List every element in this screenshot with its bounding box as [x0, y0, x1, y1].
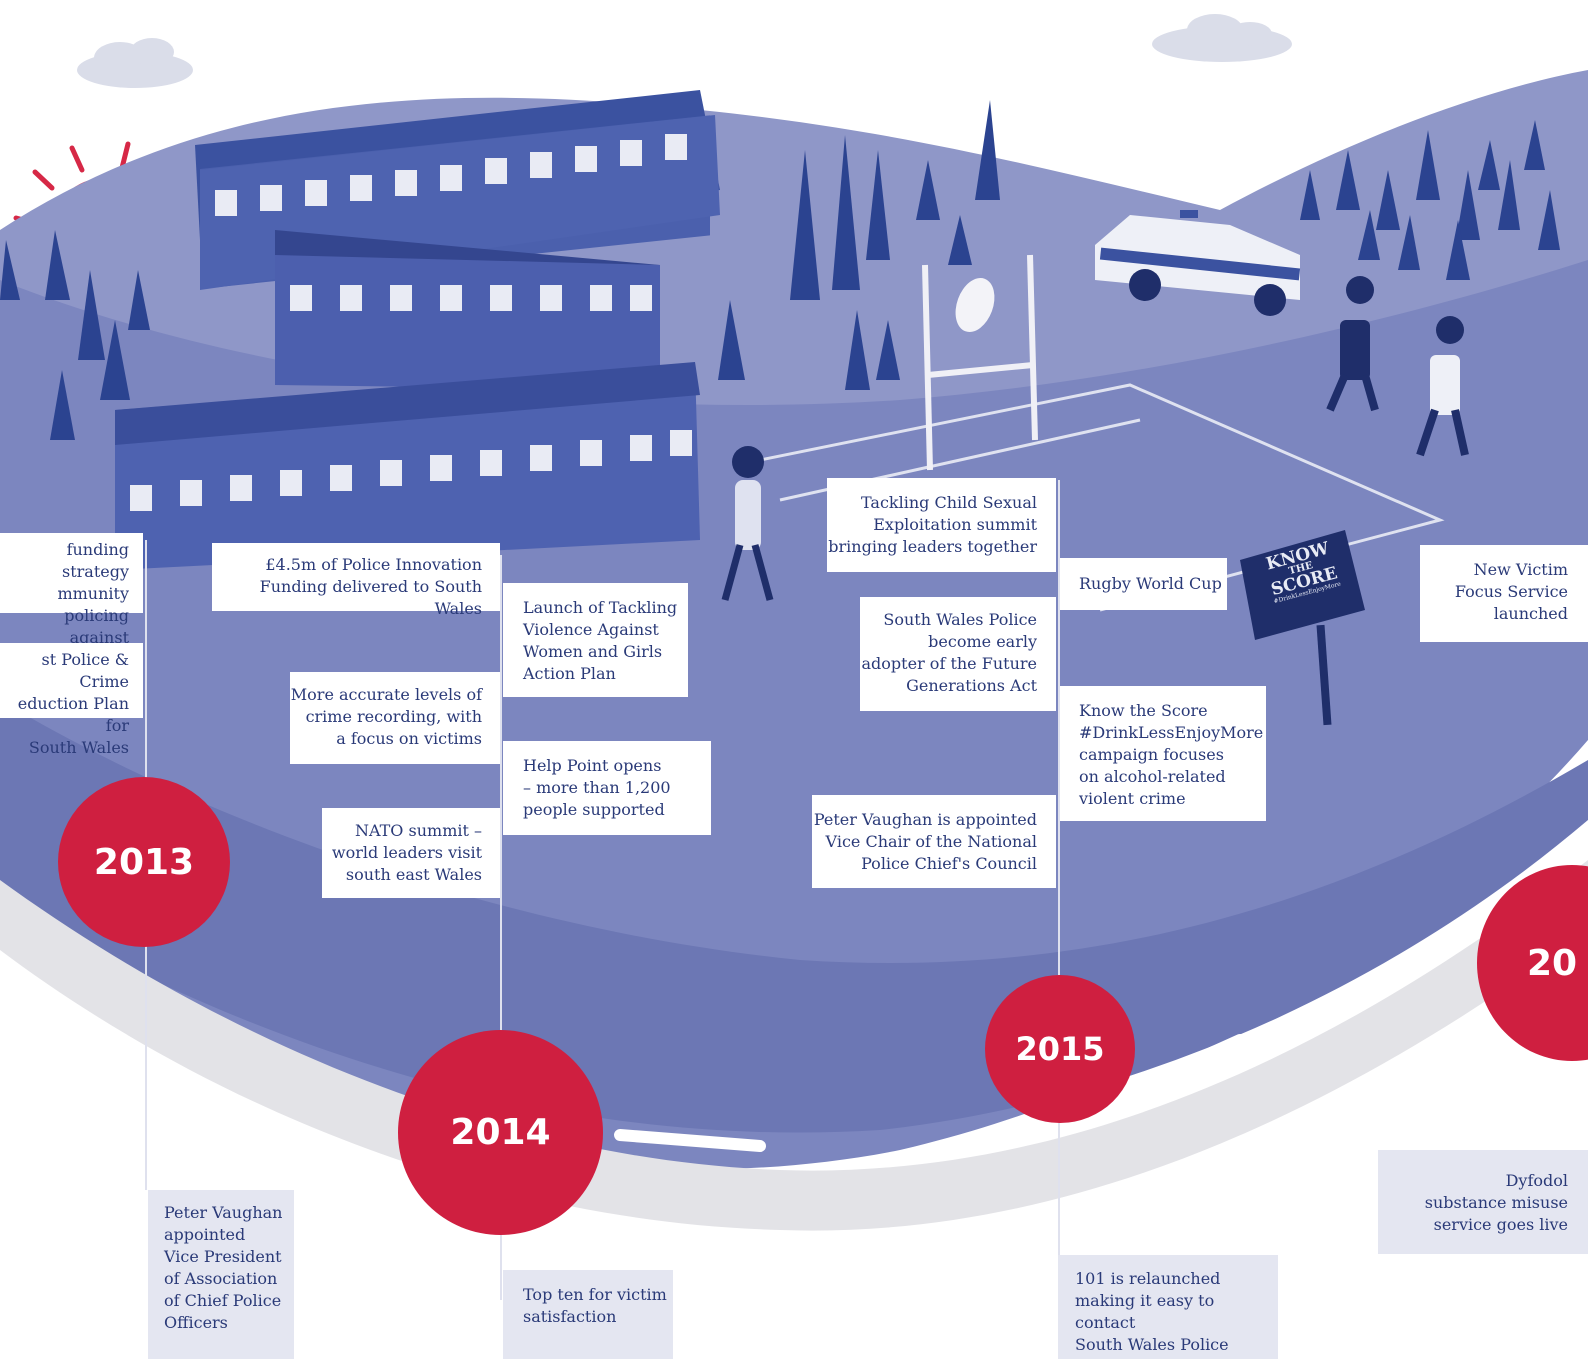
event-2016-dyfodol: Dyfodol substance misuse service goes li… [1378, 1150, 1588, 1254]
police-car-icon [1095, 210, 1301, 316]
event-2014-crime-recording: More accurate levels of crime recording,… [290, 672, 500, 764]
event-2014-innovation-funding: £4.5m of Police Innovation Funding deliv… [212, 543, 500, 618]
year-marker-2015: 2015 [985, 975, 1135, 1123]
cloud-icon [77, 14, 1292, 88]
valley-shade [0, 700, 1588, 1133]
road [0, 860, 1588, 1231]
event-2014-victim-satisfaction: Top ten for victim satisfaction [503, 1270, 673, 1359]
terraced-houses [115, 90, 720, 570]
timeline-connector-2013 [145, 540, 147, 820]
event-2013-funding-strategy: funding strategy mmunity policing agains… [0, 533, 143, 669]
rugby-posts-icon [922, 254, 1038, 471]
event-2015-future-generations: South Wales Police become early adopter … [860, 597, 1056, 711]
timeline-connector-2013-below [145, 940, 147, 1190]
event-2016-victim-focus-service: New Victim Focus Service launched [1420, 545, 1588, 642]
timeline-connector-2015-below [1058, 1120, 1060, 1260]
event-2015-know-the-score: Know the Score #DrinkLessEnjoyMore campa… [1060, 686, 1266, 821]
rugby-ball-icon [955, 277, 995, 333]
timeline-connector-2014 [500, 555, 502, 1035]
year-marker-2013: 2013 [58, 777, 230, 947]
road-markings [614, 984, 1356, 1152]
timeline-connector-2014-below [500, 1230, 502, 1300]
girl-figure-icon [721, 446, 774, 601]
event-2013-crime-plan: st Police & Crime eduction Plan for Sout… [0, 643, 143, 757]
know-the-score-sign-icon [1240, 530, 1365, 726]
event-2015-cse-summit: Tackling Child Sexual Exploitation summi… [827, 478, 1056, 572]
event-2015-101-relaunched: 101 is relaunched making it easy to cont… [1058, 1255, 1278, 1359]
timeline-connector-2015 [1058, 480, 1060, 975]
trees [0, 100, 1560, 440]
event-2015-vice-chair: Peter Vaughan is appointed Vice Chair of… [812, 795, 1056, 888]
event-2015-rugby-world-cup: Rugby World Cup [1060, 558, 1227, 610]
event-2014-nato-summit: NATO summit – world leaders visit south … [322, 808, 500, 898]
event-2014-vawg-plan: Launch of Tackling Violence Against Wome… [503, 583, 688, 697]
event-2013-vice-president: Peter Vaughan appointed Vice President o… [148, 1190, 294, 1359]
event-2014-help-point: Help Point opens – more than 1,200 peopl… [503, 741, 711, 835]
year-marker-2014: 2014 [398, 1030, 603, 1235]
police-officers-icon [1326, 276, 1469, 457]
